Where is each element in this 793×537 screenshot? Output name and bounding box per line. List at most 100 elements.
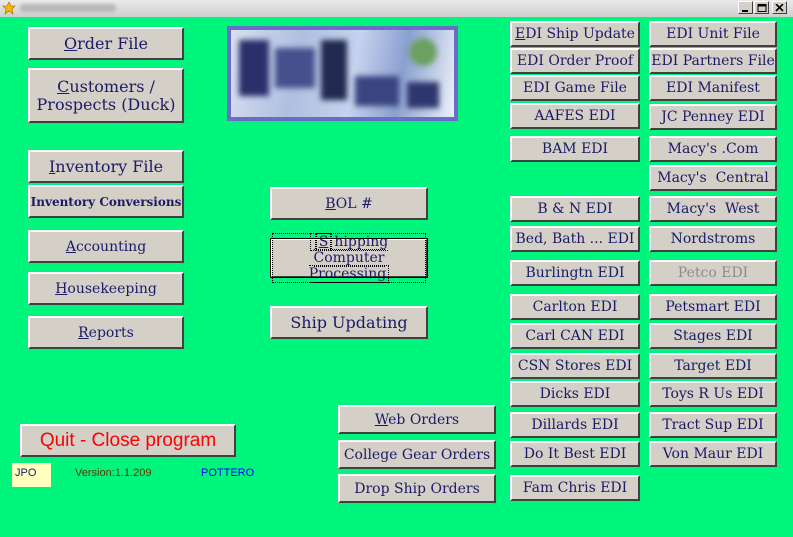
title-bar[interactable] [0, 0, 793, 18]
inventory-conversions-label: Inventory Conversions [30, 194, 182, 209]
fam-chris-edi-button[interactable]: Fam Chris EDI [510, 475, 640, 501]
user-id-label: POTTERO [201, 467, 255, 479]
ship-updating-label: Ship Updating [290, 312, 408, 332]
burlington-edi-label: Burlingtn EDI [525, 265, 625, 281]
order-file-button[interactable]: Order File [28, 27, 184, 60]
housekeeping-label: Housekeeping [55, 280, 157, 297]
edi-order-proof-label: EDI Order Proof [516, 53, 634, 69]
close-icon [775, 4, 784, 12]
edi-partners-file-button[interactable]: EDI Partners File [649, 48, 777, 74]
inventory-file-button[interactable]: Inventory File [28, 150, 184, 183]
bam-edi-label: BAM EDI [541, 141, 609, 157]
accounting-button[interactable]: Accounting [28, 230, 184, 263]
bed-bath-edi-label: Bed, Bath ... EDI [515, 231, 635, 247]
logo-image [231, 30, 454, 117]
company-logo [227, 26, 458, 121]
aafes-edi-button[interactable]: AAFES EDI [510, 103, 640, 129]
accounting-label: Accounting [65, 238, 147, 255]
maximize-icon [757, 4, 767, 12]
quit-close-program-label: Quit - Close program [39, 429, 217, 451]
dillards-edi-button[interactable]: Dillards EDI [510, 412, 640, 438]
stages-edi-button[interactable]: Stages EDI [649, 323, 777, 349]
carl-can-edi-label: Carl CAN EDI [525, 328, 625, 344]
burlington-edi-button[interactable]: Burlingtn EDI [510, 260, 640, 286]
jc-penney-edi-button[interactable]: JC Penney EDI [649, 104, 777, 130]
toys-r-us-edi-button[interactable]: Toys R Us EDI [649, 381, 777, 407]
edi-ship-update-button[interactable]: EDI Ship Update [510, 21, 640, 47]
dicks-edi-button[interactable]: Dicks EDI [510, 381, 640, 407]
customers-prospects-button[interactable]: Customers / Prospects (Duck) [28, 68, 184, 123]
bed-bath-edi-button[interactable]: Bed, Bath ... EDI [510, 226, 640, 252]
close-window-button[interactable] [772, 1, 787, 14]
reports-button[interactable]: Reports [28, 316, 184, 349]
edi-unit-file-label: EDI Unit File [666, 26, 760, 42]
von-maur-edi-button[interactable]: Von Maur EDI [649, 441, 777, 467]
macys-west-label: Macy's West [666, 201, 760, 217]
jc-penney-edi-label: JC Penney EDI [661, 109, 765, 125]
dillards-edi-label: Dillards EDI [531, 417, 619, 433]
window-title [20, 4, 116, 12]
aafes-edi-label: AAFES EDI [534, 108, 616, 124]
carlton-edi-label: Carlton EDI [532, 299, 618, 315]
macys-com-button[interactable]: Macy's .Com [649, 136, 777, 162]
tract-sup-edi-label: Tract Sup EDI [662, 417, 764, 433]
user-initials-field: JPO [12, 463, 51, 487]
carlton-edi-button[interactable]: Carlton EDI [510, 294, 640, 320]
college-gear-orders-label: College Gear Orders [343, 446, 491, 463]
edi-manifest-button[interactable]: EDI Manifest [649, 75, 777, 101]
csn-stores-edi-label: CSN Stores EDI [517, 358, 633, 374]
bn-edi-label: B & N EDI [537, 201, 613, 217]
target-edi-button[interactable]: Target EDI [649, 353, 777, 379]
stages-edi-label: Stages EDI [673, 328, 753, 344]
tract-sup-edi-button[interactable]: Tract Sup EDI [649, 412, 777, 438]
ship-updating-button[interactable]: Ship Updating [270, 306, 428, 339]
von-maur-edi-label: Von Maur EDI [662, 446, 764, 462]
drop-ship-orders-label: Drop Ship Orders [354, 480, 480, 497]
carl-can-edi-button[interactable]: Carl CAN EDI [510, 323, 640, 349]
edi-game-file-label: EDI Game File [523, 80, 627, 96]
quit-close-program-button[interactable]: Quit - Close program [20, 424, 236, 457]
target-edi-label: Target EDI [674, 358, 752, 374]
csn-stores-edi-button[interactable]: CSN Stores EDI [510, 353, 640, 379]
dicks-edi-label: Dicks EDI [539, 386, 611, 402]
customers-prospects-label: Customers / Prospects (Duck) [36, 76, 176, 114]
edi-game-file-button[interactable]: EDI Game File [510, 75, 640, 101]
nordstroms-button[interactable]: Nordstroms [649, 226, 777, 252]
macys-com-label: Macy's .Com [667, 141, 759, 157]
do-it-best-edi-label: Do It Best EDI [523, 446, 627, 462]
reports-label: Reports [78, 324, 134, 341]
inventory-conversions-button[interactable]: Inventory Conversions [28, 185, 184, 218]
bol-label: BOL # [325, 195, 373, 212]
maximize-button[interactable] [754, 1, 769, 14]
housekeeping-button[interactable]: Housekeeping [28, 272, 184, 305]
petco-edi-button[interactable]: Petco EDI [649, 260, 777, 286]
minimize-button[interactable] [738, 1, 753, 14]
toys-r-us-edi-label: Toys R Us EDI [662, 386, 764, 402]
bn-edi-button[interactable]: B & N EDI [510, 196, 640, 222]
edi-unit-file-button[interactable]: EDI Unit File [649, 21, 777, 47]
bol-button[interactable]: BOL # [270, 187, 428, 220]
do-it-best-edi-button[interactable]: Do It Best EDI [510, 441, 640, 467]
inventory-file-label: Inventory File [48, 156, 164, 176]
version-label: Version:1.1.209 [75, 467, 152, 479]
order-file-label: Order File [63, 33, 149, 53]
petsmart-edi-button[interactable]: Petsmart EDI [649, 294, 777, 320]
fam-chris-edi-label: Fam Chris EDI [522, 480, 628, 496]
petco-edi-label: Petco EDI [677, 265, 749, 281]
minimize-icon [742, 10, 748, 12]
web-orders-button[interactable]: Web Orders [338, 405, 496, 434]
petsmart-edi-label: Petsmart EDI [665, 299, 761, 315]
nordstroms-label: Nordstroms [670, 231, 756, 247]
edi-order-proof-button[interactable]: EDI Order Proof [510, 48, 640, 74]
edi-partners-file-label: EDI Partners File [651, 53, 775, 69]
bam-edi-button[interactable]: BAM EDI [510, 136, 640, 162]
drop-ship-orders-button[interactable]: Drop Ship Orders [338, 474, 496, 503]
macys-west-button[interactable]: Macy's West [649, 196, 777, 222]
edi-manifest-label: EDI Manifest [666, 80, 760, 96]
college-gear-orders-button[interactable]: College Gear Orders [338, 440, 496, 469]
web-orders-label: Web Orders [374, 411, 460, 428]
macys-central-button[interactable]: Macy's Central [649, 165, 777, 191]
